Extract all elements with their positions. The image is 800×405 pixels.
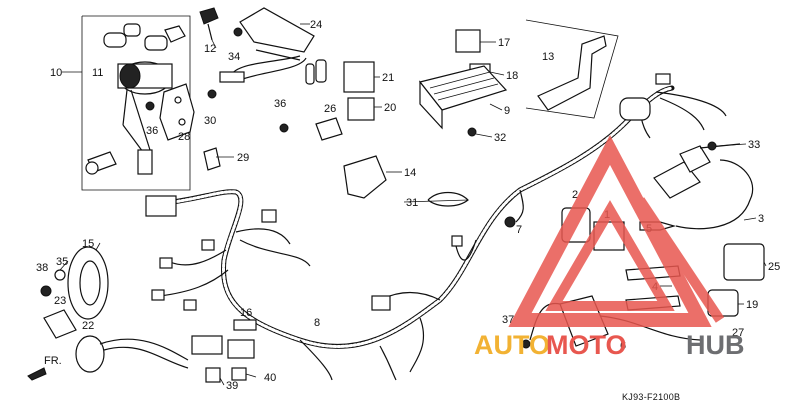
horn-15: [27, 246, 189, 381]
bracket-13: [525, 19, 619, 119]
label-31: 31: [406, 197, 418, 209]
label-9: 9: [504, 105, 510, 117]
label-10: 10: [50, 67, 62, 79]
label-26: 26: [324, 103, 336, 115]
label-25: 25: [768, 261, 780, 273]
label-13: 13: [542, 51, 554, 63]
label-40: 40: [264, 372, 276, 384]
watermark-logo: [508, 135, 725, 327]
label-24: 24: [310, 19, 322, 31]
label-27: 27: [732, 327, 744, 339]
label-21: 21: [382, 72, 394, 84]
unit-24: [219, 7, 327, 85]
leader-lines: [59, 23, 767, 386]
label-20: 20: [384, 102, 396, 114]
key-part: [199, 7, 219, 41]
harness-tags: [191, 319, 257, 383]
label-22: 22: [82, 320, 94, 332]
main-harness-8: [145, 73, 727, 381]
watermark-part1: AUTO: [474, 330, 550, 360]
label-6: 6: [620, 340, 626, 352]
label-16: 16: [240, 307, 252, 319]
label-3: 3: [758, 213, 764, 225]
label-36b: 36: [274, 98, 286, 110]
label-2: 2: [572, 189, 578, 201]
label-11: 11: [92, 67, 103, 79]
watermark-part3: HUB: [686, 330, 745, 360]
relay-parts: [343, 29, 508, 137]
label-15: 15: [82, 238, 94, 250]
fr-label: FR.: [44, 355, 62, 367]
label-34: 34: [228, 51, 240, 63]
label-19: 19: [746, 299, 758, 311]
watermark-text: AUTO MOTO HUB: [474, 330, 745, 360]
watermark-part2: MOTO: [546, 330, 627, 360]
diagram-code: KJ93-F2100B: [622, 392, 680, 402]
label-30: 30: [204, 115, 216, 127]
label-33: 33: [748, 139, 760, 151]
label-14: 14: [404, 167, 416, 179]
label-23: 23: [54, 295, 66, 307]
label-39: 39: [226, 380, 238, 392]
label-8: 8: [314, 317, 320, 329]
label-32: 32: [494, 132, 506, 144]
label-38: 38: [36, 262, 48, 274]
label-29: 29: [237, 152, 249, 164]
label-12: 12: [204, 43, 216, 55]
label-36a: 36: [146, 125, 158, 137]
label-18: 18: [506, 70, 518, 82]
ignition-switch-group: [62, 15, 195, 191]
label-17: 17: [498, 37, 510, 49]
label-7: 7: [516, 224, 522, 236]
label-35: 35: [56, 256, 68, 268]
label-28: 28: [178, 131, 190, 143]
